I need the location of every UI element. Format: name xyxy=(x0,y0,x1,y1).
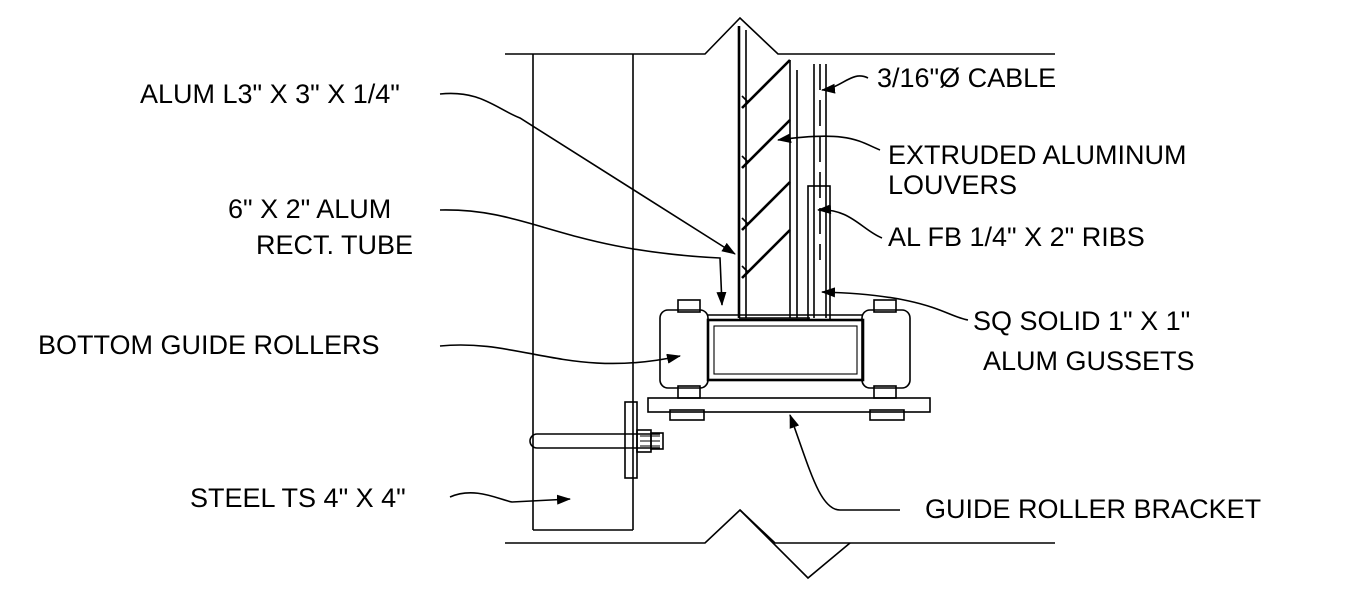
u-bolt-assembly xyxy=(529,401,664,479)
label-tube-line2: RECT. TUBE xyxy=(256,230,413,260)
right-roller xyxy=(861,299,911,399)
steel-tube-column xyxy=(532,54,634,531)
label-tube-line1: 6" X 2" ALUM xyxy=(228,194,391,224)
louver-blades xyxy=(741,59,791,279)
break-lines xyxy=(505,16,1055,580)
label-gussets-line2: ALUM GUSSETS xyxy=(983,346,1195,376)
label-alum-angle: ALUM L3" X 3" X 1/4" xyxy=(140,79,400,109)
label-louvers-line1: EXTRUDED ALUMINUM xyxy=(888,140,1187,170)
label-bracket: GUIDE ROLLER BRACKET xyxy=(925,494,1261,524)
label-ribs: AL FB 1/4" X 2" RIBS xyxy=(888,222,1145,252)
labels: 3/16"Ø CABLE ALUM L3" X 3" X 1/4" EXTRUD… xyxy=(38,63,1261,524)
label-cable: 3/16"Ø CABLE xyxy=(877,63,1056,93)
left-roller xyxy=(659,299,709,399)
cable-and-ribs xyxy=(807,64,831,321)
leader-lines xyxy=(439,75,969,511)
label-steel-ts: STEEL TS 4" X 4" xyxy=(190,483,406,513)
label-louvers-line2: LOUVERS xyxy=(888,170,1017,200)
label-gussets-line1: SQ SOLID 1" X 1" xyxy=(973,306,1190,336)
label-rollers: BOTTOM GUIDE ROLLERS xyxy=(38,330,380,360)
rect-tube xyxy=(706,314,865,382)
louver-panel xyxy=(737,26,810,319)
guide-roller-bracket xyxy=(647,397,931,421)
